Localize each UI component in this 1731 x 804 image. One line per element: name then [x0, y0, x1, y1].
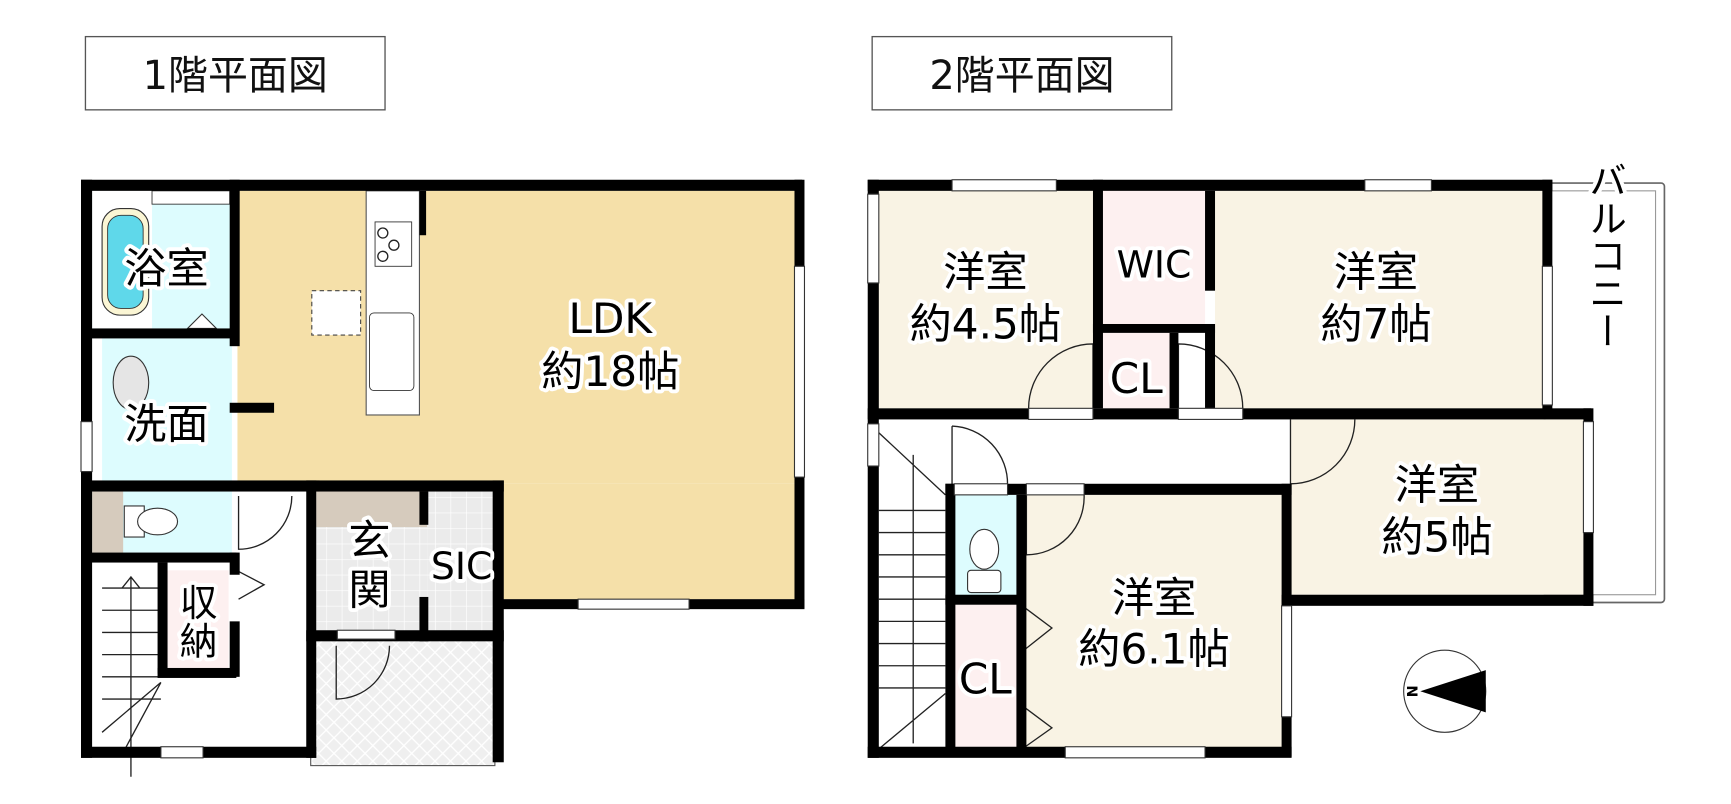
floor1-stairs	[101, 575, 162, 777]
room-size-western-a: 約4.5帖	[910, 299, 1061, 348]
room-storage	[167, 570, 229, 668]
floor2-title-box: 2階平面図	[871, 35, 1173, 111]
room-label-western-b: 洋室	[1334, 247, 1418, 296]
room-size-western-b: 約7帖	[1320, 299, 1431, 348]
room-western-4-5	[877, 190, 1097, 409]
room-label-western-d: 洋室	[1112, 573, 1196, 622]
compass-north-label: N	[1403, 685, 1419, 697]
room-label-storage-2: 納	[180, 620, 218, 664]
floor2-title: 2階平面図	[929, 53, 1114, 99]
compass-icon: N	[1403, 649, 1487, 733]
room-label-bath: 浴室	[124, 244, 208, 293]
floor1-title-box: 1階平面図	[84, 35, 386, 111]
room-sic	[427, 491, 494, 632]
room-label-ldk: LDK	[568, 294, 653, 343]
floor1-plan: 浴室 洗面 LDK 約18帖 玄 関 SIC 収 納	[80, 179, 806, 777]
room-cl-upper	[1096, 332, 1170, 409]
room-size-western-c: 約5帖	[1381, 512, 1492, 561]
room-label-washroom: 洗面	[124, 399, 208, 448]
floor2-plan: 洋室 約4.5帖 WIC 洋室 約7帖 CL 洋室 約5帖 洋室 約6.1帖 C…	[867, 157, 1666, 759]
room-ldk	[237, 190, 795, 484]
room-label-wic: WIC	[1117, 242, 1192, 286]
room-wic	[1102, 190, 1206, 324]
room-western-5	[1290, 419, 1584, 595]
room-cl-lower	[954, 604, 1019, 747]
room-label-sic: SIC	[431, 544, 492, 588]
porch	[310, 639, 496, 767]
room-label-genkan-2: 関	[348, 566, 390, 615]
room-label-storage-1: 収	[180, 581, 218, 625]
room-western-7	[1215, 190, 1545, 409]
room-label-western-a: 洋室	[943, 247, 1027, 296]
room-size-ldk: 約18帖	[541, 347, 679, 396]
room-label-genkan-1: 玄	[348, 516, 390, 565]
floor1-title: 1階平面図	[143, 53, 328, 99]
room-label-cl-lower: CL	[959, 654, 1012, 703]
room-label-cl-upper: CL	[1110, 354, 1163, 403]
room-label-western-c: 洋室	[1395, 460, 1479, 509]
room-size-western-d: 約6.1帖	[1078, 625, 1229, 674]
balcony-label-1: バルコニー	[1583, 161, 1627, 350]
floor2-stairs	[878, 432, 946, 750]
